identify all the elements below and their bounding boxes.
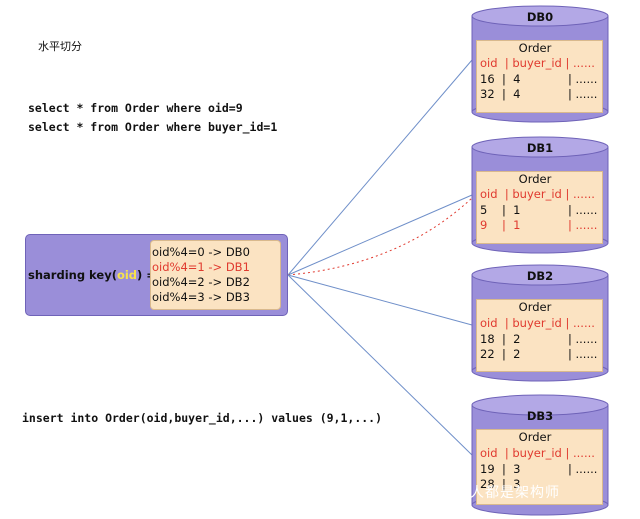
db3-table xyxy=(476,429,603,505)
connector-db1-dotted xyxy=(287,197,473,276)
db0-row-2: 32 | 4 | ...... xyxy=(480,87,598,101)
db3-name: DB3 xyxy=(526,409,554,423)
db0-header-row: oid | buyer_id | ...... xyxy=(480,56,595,70)
db2-name: DB2 xyxy=(526,269,554,283)
db0-row-1: 16 | 4 | ...... xyxy=(480,72,598,86)
db1-row-1: 5 | 1 | ...... xyxy=(480,203,598,217)
db3-row-1: 19 | 3 | ...... xyxy=(480,462,598,476)
connector-db1 xyxy=(287,194,473,276)
db1-table-title: Order xyxy=(518,172,552,186)
watermark-text: 人人都是架构师 xyxy=(455,485,560,501)
select-buyer-query: select * from Order where buyer_id=1 xyxy=(28,120,278,134)
sharding-key: oid xyxy=(116,268,138,282)
db1-row-2: 9 | 1 | ...... xyxy=(480,218,598,232)
rule-db3: oid%4=3 -> DB3 xyxy=(152,290,250,304)
sharding-rules-panel xyxy=(150,240,281,310)
db2-row-1: 18 | 2 | ...... xyxy=(480,332,598,346)
db2-table xyxy=(476,299,603,372)
rule-db0: oid%4=0 -> DB0 xyxy=(152,245,250,259)
db0-table xyxy=(476,40,603,113)
connector-db3 xyxy=(287,274,473,456)
db1-header-row: oid | buyer_id | ...... xyxy=(480,187,595,201)
db3-table-title: Order xyxy=(518,430,552,444)
page-title: 水平切分 xyxy=(38,40,82,53)
sharding-key-label: sharding key(oid) => xyxy=(28,268,166,282)
insert-query: insert into Order(oid,buyer_id,...) valu… xyxy=(22,411,383,425)
select-oid-query: select * from Order where oid=9 xyxy=(28,101,243,115)
db3-row-2: 28 | 3 xyxy=(480,477,521,491)
db1-name: DB1 xyxy=(526,141,554,155)
connector-db0 xyxy=(287,59,473,276)
db2-table-title: Order xyxy=(518,300,552,314)
db2-row-2: 22 | 2 | ...... xyxy=(480,347,598,361)
db0-name: DB0 xyxy=(526,10,554,24)
db2-header-row: oid | buyer_id | ...... xyxy=(480,316,595,330)
wechat-icon xyxy=(429,481,451,499)
rule-db1: oid%4=1 -> DB1 xyxy=(152,260,250,274)
rule-db2: oid%4=2 -> DB2 xyxy=(152,275,250,289)
connector-db2 xyxy=(287,274,473,326)
db3-header-row: oid | buyer_id | ...... xyxy=(480,446,595,460)
db1-table xyxy=(476,171,603,244)
db0-table-title: Order xyxy=(518,41,552,55)
